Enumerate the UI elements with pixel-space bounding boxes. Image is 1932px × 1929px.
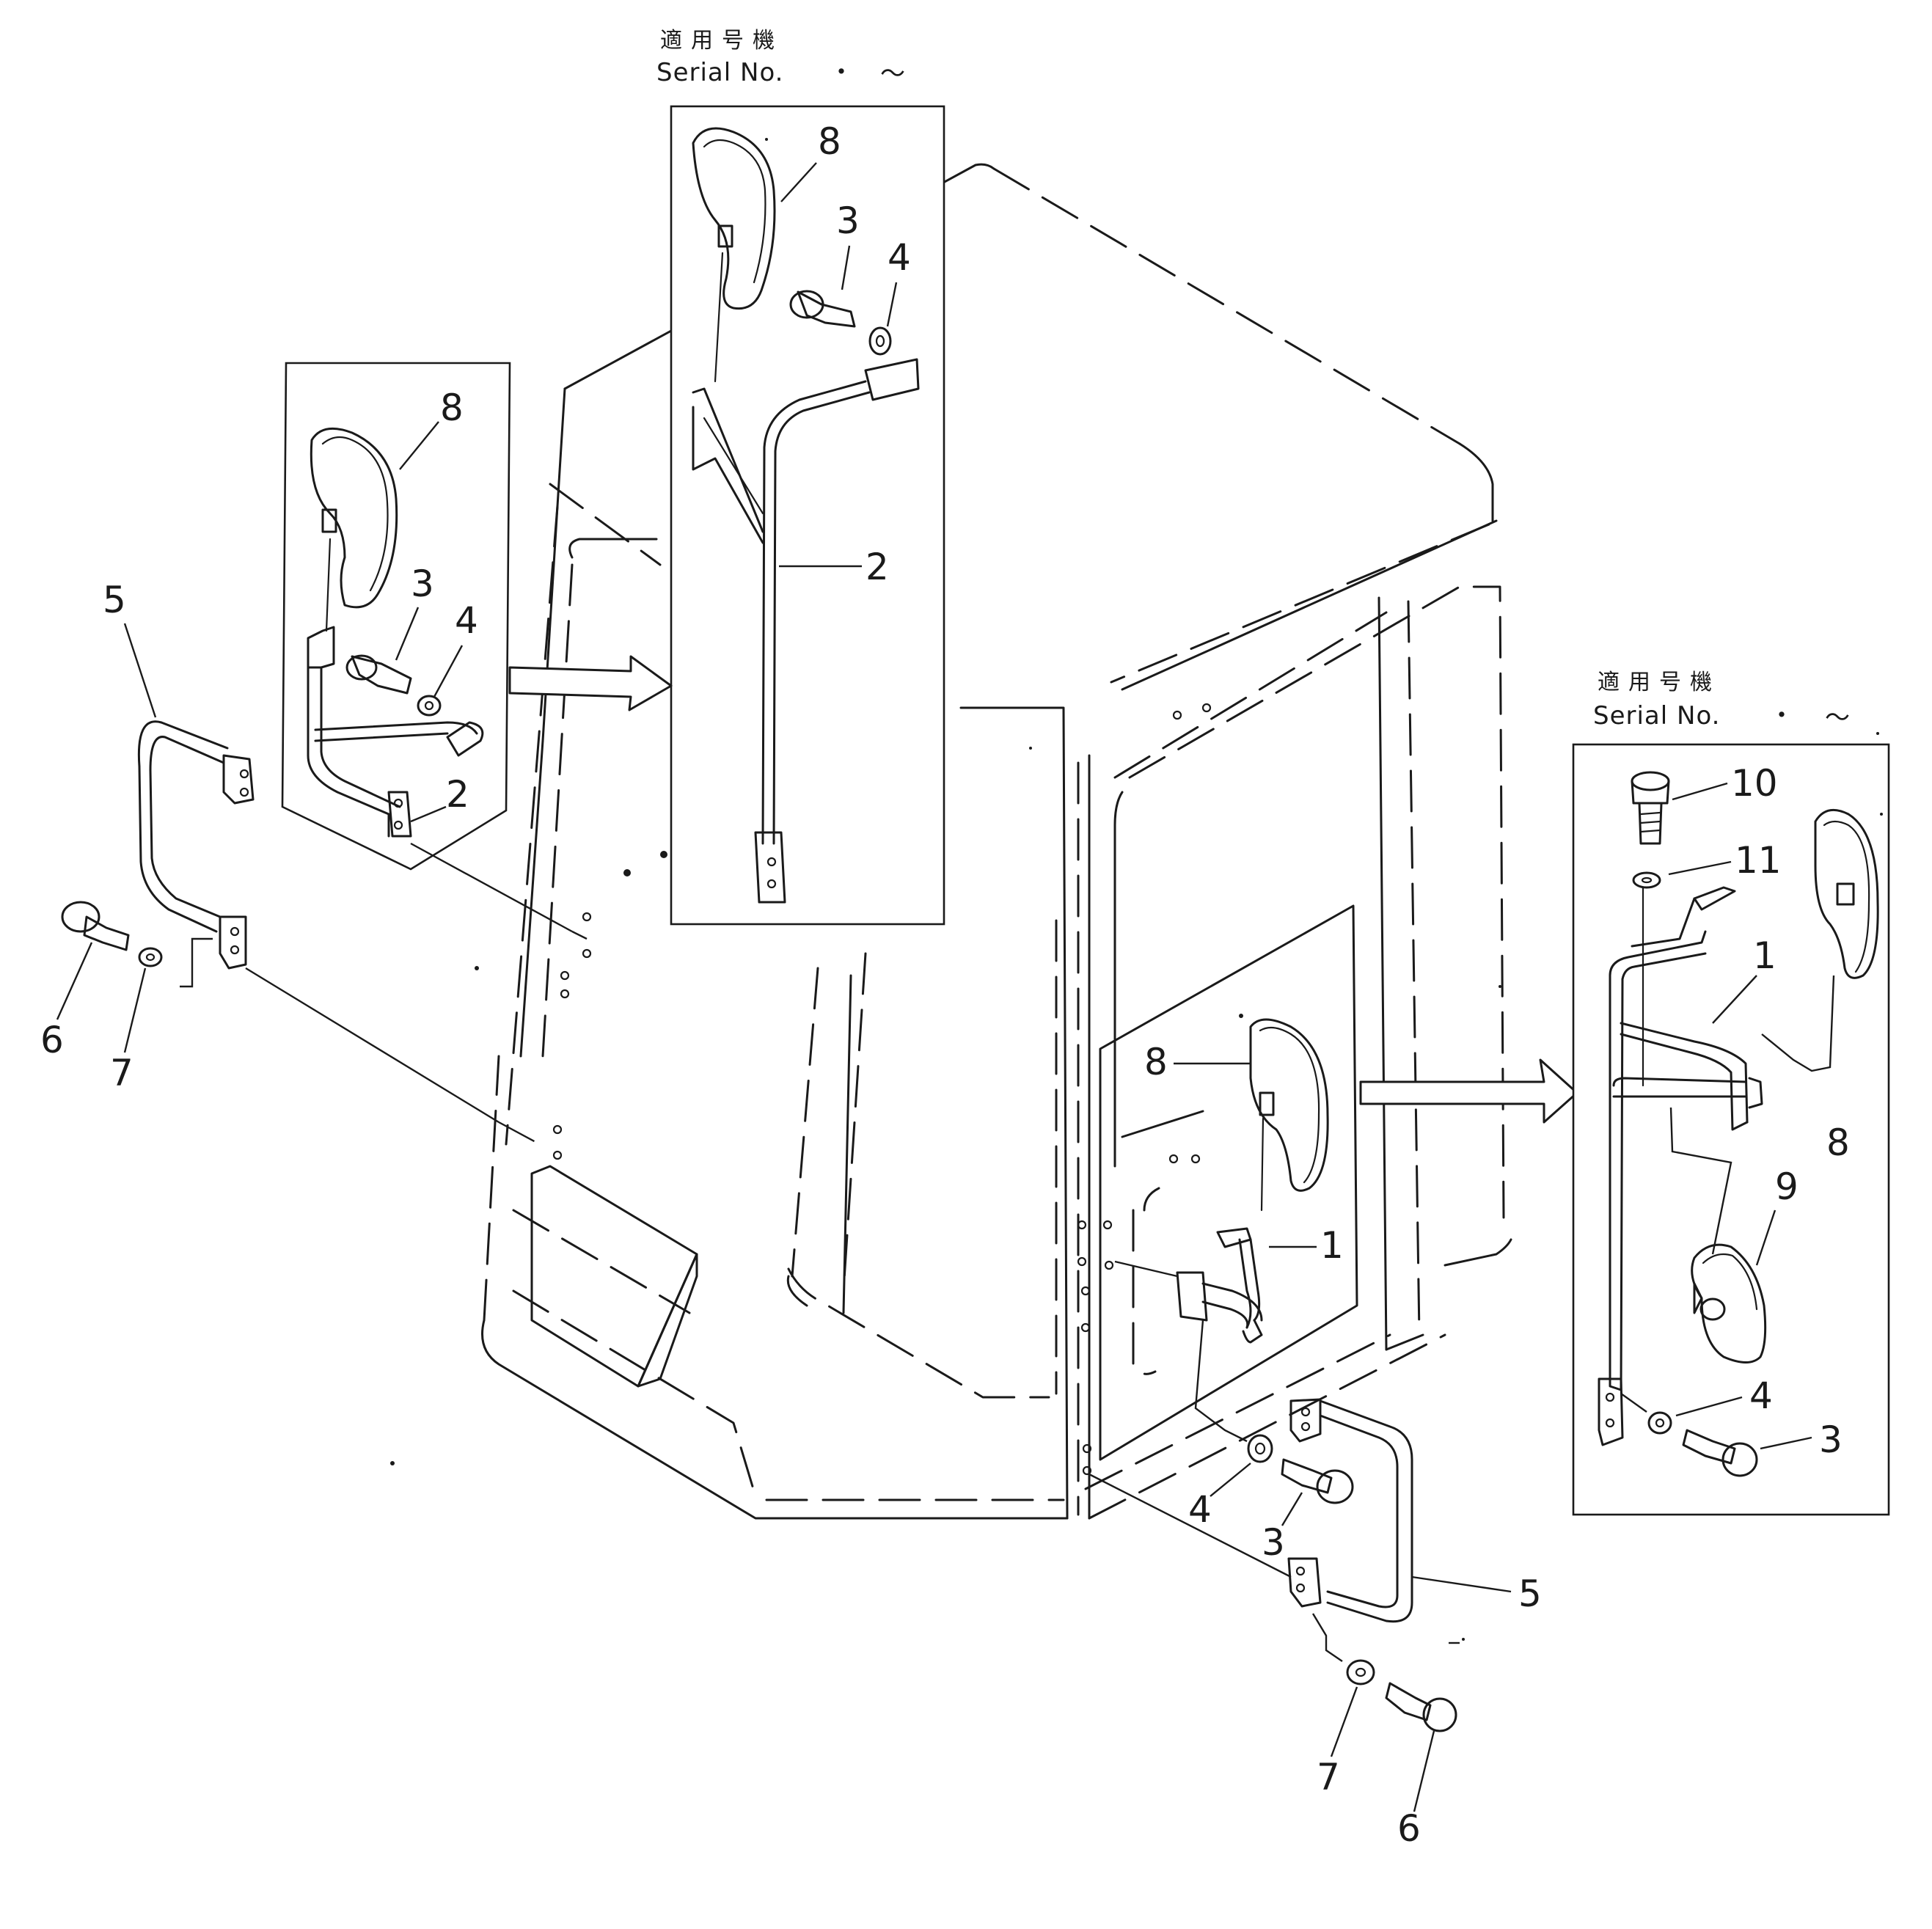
left-handrail: [61, 720, 547, 1149]
callout-right-1: 1: [1753, 934, 1777, 977]
cab-right-callouts: 8 1 4 3: [1144, 1041, 1344, 1564]
left-inset-callouts: 8 3 4 2: [395, 387, 478, 823]
callout-top-2: 2: [866, 546, 889, 588]
top-inset-callouts: 8 3 4 2: [779, 120, 911, 588]
callout-top-3: 3: [836, 200, 860, 242]
bracket-icon: [219, 915, 247, 970]
serial-tilde: ～: [880, 59, 906, 89]
cab-right-mirror: [1114, 1018, 1354, 1504]
bracket-icon: [222, 754, 255, 805]
callout-left-8: 8: [440, 387, 464, 429]
callout-left-2: 2: [446, 773, 469, 816]
scan-specks: [765, 138, 1883, 1641]
serial-jp-label: 適用号機: [1598, 670, 1721, 695]
washer-icon: [1632, 871, 1661, 889]
arm-bracket-icon: [1176, 1271, 1208, 1322]
bracket-icon: [1289, 1398, 1322, 1443]
right-inset-panel: [1572, 743, 1890, 1516]
bolt-icon: [83, 915, 130, 951]
callout-right-4: 4: [1749, 1375, 1773, 1417]
arm-foot-icon: [754, 831, 786, 904]
washer-icon: [138, 947, 163, 967]
washer-icon: [417, 695, 442, 717]
callout-cab-5: 5: [1518, 1573, 1542, 1615]
callout-left-6: 6: [40, 1019, 64, 1061]
bolt-icon: [797, 290, 856, 328]
mirror-icon: [692, 127, 776, 310]
callout-cab-3: 3: [1262, 1521, 1285, 1564]
callout-cab-6: 6: [1397, 1807, 1421, 1850]
mirror-bracket-icon: [717, 224, 733, 248]
serial-header-right: 適用号機 Serial No. ・ ～: [1593, 670, 1851, 733]
washer-icon: [1647, 1411, 1672, 1435]
right-handrail-callouts: 5 7 6: [1317, 1573, 1542, 1850]
mirror-icon: [1814, 808, 1879, 979]
serial-no-label: Serial No.: [656, 58, 783, 87]
callout-left-3: 3: [411, 563, 434, 605]
washer-icon: [1247, 1434, 1273, 1463]
arrow-icon: [1359, 1058, 1578, 1124]
callout-right-8: 8: [1826, 1121, 1850, 1164]
callout-left-5: 5: [103, 579, 126, 621]
bolt-icon: [351, 655, 412, 695]
callout-cab-7: 7: [1317, 1756, 1340, 1798]
arm-bracket-icon: [864, 358, 920, 401]
bolt-icon: [1281, 1458, 1333, 1494]
serial-no-label: Serial No.: [1593, 701, 1720, 731]
callout-right-11: 11: [1735, 839, 1782, 882]
callout-right-10: 10: [1731, 762, 1778, 805]
arm-bracket-icon: [446, 721, 484, 757]
washer-icon: [1346, 1659, 1375, 1685]
washer-icon: [868, 326, 892, 356]
serial-dot: ・: [829, 58, 855, 87]
serial-header-top: 適用号機 Serial No. ・ ～: [656, 28, 906, 89]
callout-right-3: 3: [1819, 1419, 1843, 1461]
callout-cab-1: 1: [1320, 1224, 1344, 1267]
callout-top-8: 8: [818, 120, 841, 163]
left-inset-panel: [281, 362, 511, 871]
bolt-icon: [1385, 1682, 1432, 1721]
callout-cab-8: 8: [1144, 1041, 1168, 1083]
cab-body: [390, 163, 1512, 1520]
mirror-icon: [1249, 1018, 1329, 1192]
serial-dot: ・: [1769, 701, 1795, 731]
arm-foot-icon: [1598, 1377, 1624, 1446]
callout-left-4: 4: [455, 599, 478, 642]
mirror-icon: [1691, 1243, 1767, 1364]
callout-top-4: 4: [888, 236, 911, 279]
right-inset-callouts: 10 11 1 8 9 4 3: [1668, 762, 1850, 1461]
serial-jp-label: 適用号機: [660, 28, 783, 54]
bolt-icon: [1682, 1429, 1736, 1465]
top-inset-panel: [670, 105, 945, 926]
bracket-icon: [1287, 1557, 1322, 1608]
callout-right-9: 9: [1775, 1165, 1799, 1208]
callout-left-7: 7: [110, 1052, 133, 1094]
right-handrail: [1088, 1398, 1460, 1732]
callout-cab-4: 4: [1188, 1488, 1212, 1531]
mirror-icon: [310, 427, 398, 609]
serial-tilde: ～: [1825, 703, 1851, 733]
left-handrail-callouts: 5 6 7: [40, 579, 157, 1094]
arrow-icon: [508, 655, 673, 711]
